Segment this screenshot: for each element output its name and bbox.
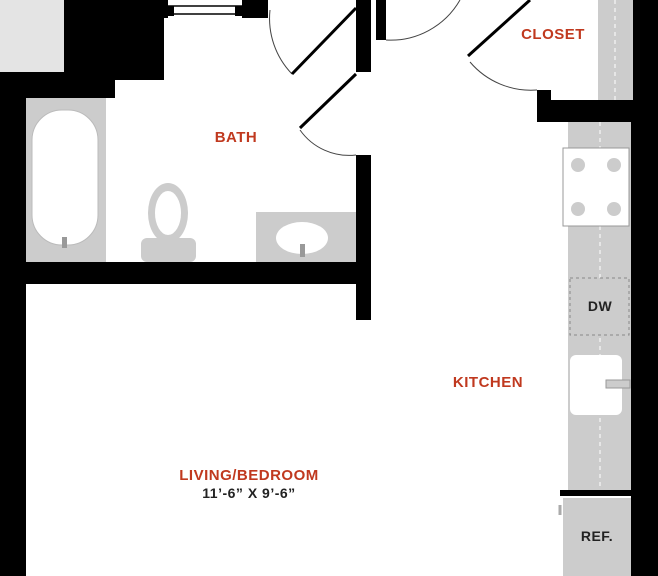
toilet [141,183,196,262]
dishwasher [569,277,630,336]
refrigerator [558,498,631,576]
closet-label: CLOSET [521,26,585,43]
top-left-fixture [0,0,64,72]
bath-shelf [167,5,243,16]
bath-label: BATH [215,129,258,146]
stove [562,147,630,227]
kitchen-faucet [605,379,631,389]
kitchen-label: KITCHEN [453,374,523,391]
living-bedroom-dimensions: 11’-6” X 9’-6” [202,485,295,501]
bath-sink [256,212,356,262]
sink-faucet [300,244,305,257]
bathtub-drain [62,237,67,248]
dishwasher-label: DW [588,298,613,314]
bathtub [26,98,106,262]
living-bedroom-label: LIVING/BEDROOM [179,467,319,484]
doors [269,0,538,156]
refrigerator-label: REF. [581,528,613,544]
kitchen-sink [570,355,631,415]
